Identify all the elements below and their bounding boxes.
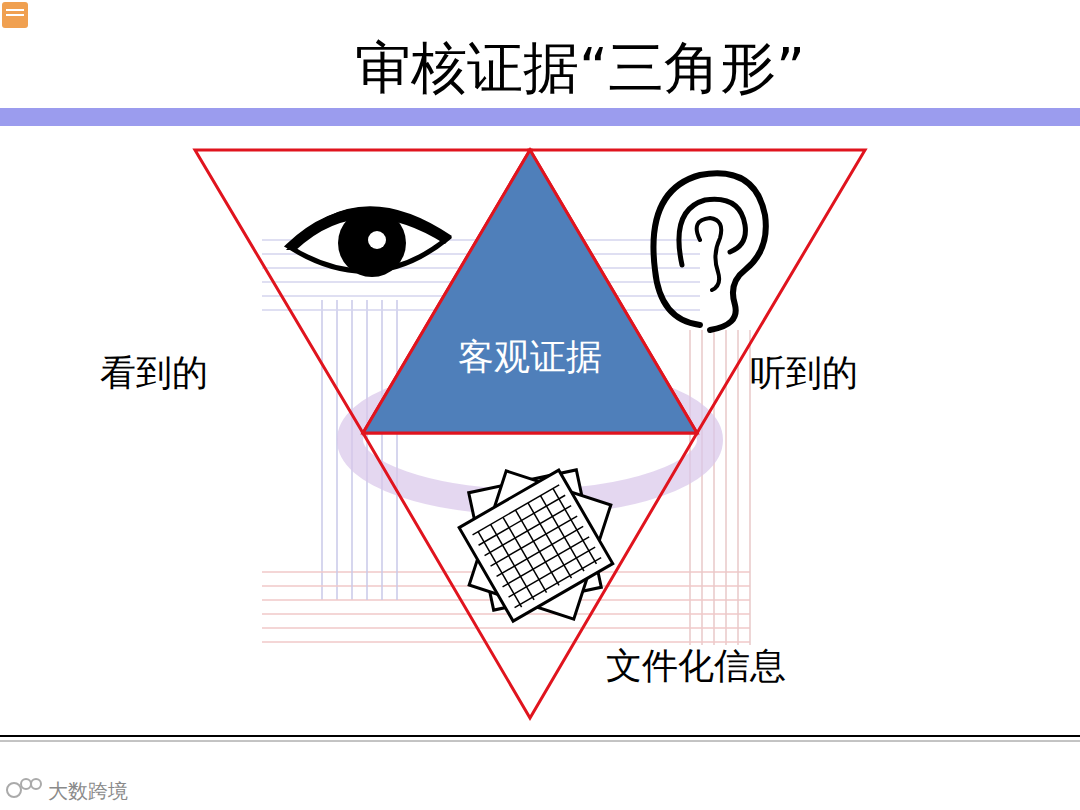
node-label: 客观证据 [458, 337, 602, 377]
eye-icon [286, 206, 452, 277]
watermark-logo [7, 779, 41, 797]
node-label: 文件化信息 [606, 646, 786, 686]
title-band [0, 108, 1080, 126]
objective-evidence-triangle: 客观证据 [363, 150, 697, 433]
node-label: 听到的 [750, 353, 858, 393]
slide-title: 审核证据“三角形” [0, 34, 1080, 101]
documents-icon [459, 470, 613, 621]
triangle-shape [363, 150, 697, 433]
watermark: 大数跨境 [48, 778, 128, 805]
slide-icon [2, 2, 28, 28]
triangle-outline [363, 150, 697, 433]
ear-icon [653, 173, 765, 330]
footer-line [0, 735, 1080, 737]
node-label: 看到的 [100, 353, 208, 393]
bottom-triangle: 文件化信息 [363, 433, 823, 723]
